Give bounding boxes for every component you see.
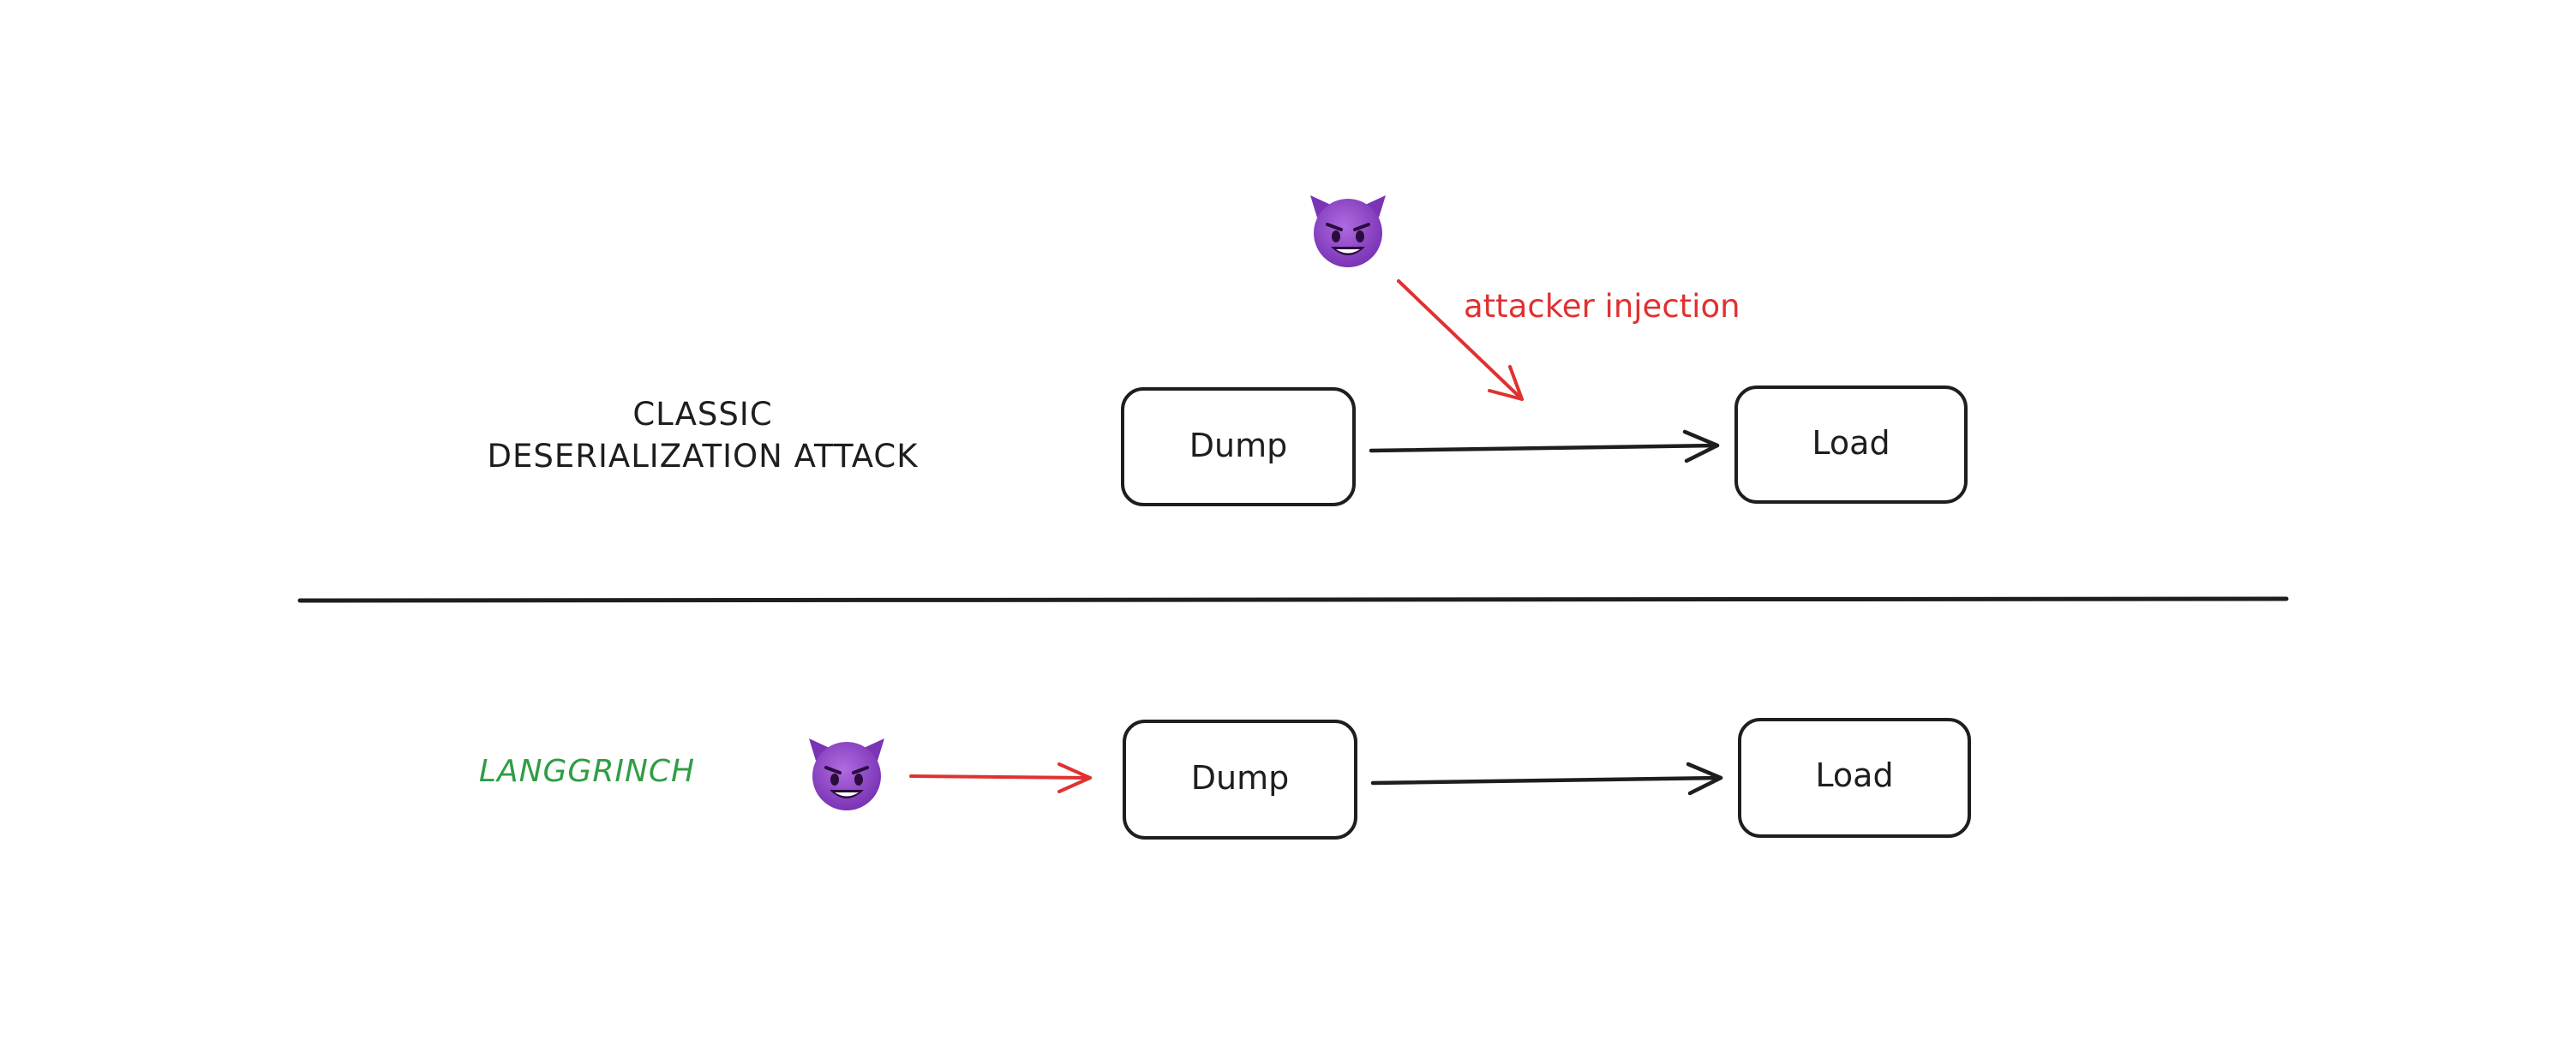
langgrinch-attacker-devil-icon [809,738,884,810]
classic-dump-label: Dump [1189,427,1287,464]
classic-dump-box[interactable]: Dump [1121,387,1356,506]
langgrinch-dump-label: Dump [1191,759,1289,797]
classic-dump-to-load-arrow [1369,429,1720,463]
classic-title-line2: DESERIALIZATION ATTACK [488,438,920,475]
langgrinch-load-box[interactable]: Load [1738,718,1971,838]
langgrinch-injection-arrow [909,762,1092,793]
classic-load-box[interactable]: Load [1734,386,1968,504]
section-divider [297,596,2289,603]
langgrinch-dump-to-load-arrow [1370,762,1723,796]
classic-title-line1: CLASSIC [632,396,772,433]
attacker-injection-arrow [1397,279,1524,401]
classic-load-label: Load [1812,424,1890,462]
classic-section: CLASSIC DESERIALIZATION ATTACK Dump Load [488,195,1968,506]
langgrinch-dump-box[interactable]: Dump [1123,720,1357,840]
langgrinch-load-label: Load [1815,756,1893,794]
langgrinch-title: LANGGRINCH [479,754,695,789]
classic-attacker-devil-icon [1310,195,1386,267]
langgrinch-section: LANGGRINCH Dump Load [479,718,1971,840]
attacker-injection-label: attacker injection [1464,288,1740,325]
